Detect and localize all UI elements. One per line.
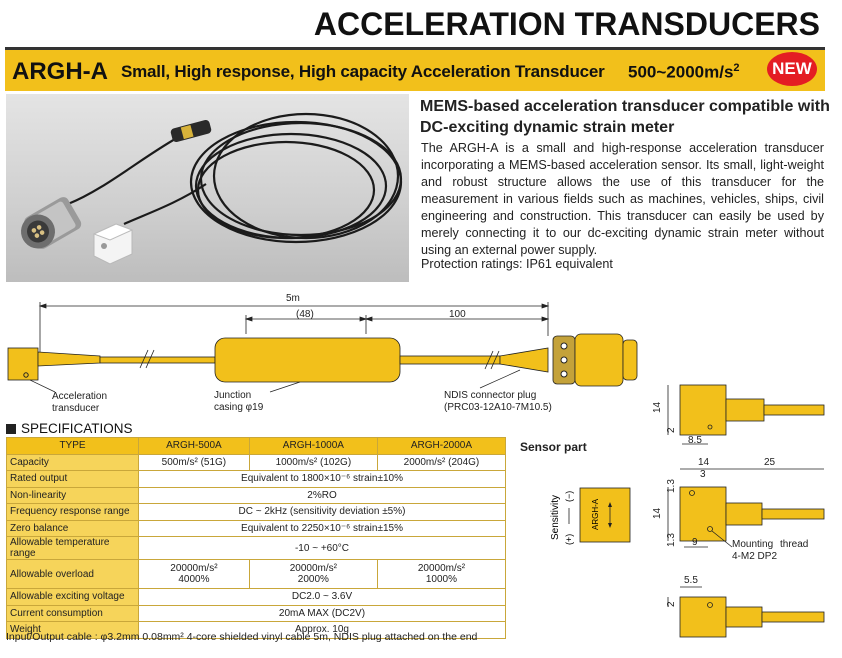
sensor-dimension-drawings: 14 2 8.5 14 3 25 1.3 14 1.3 9 Mounting t… bbox=[652, 384, 825, 638]
table-row: Allowable exciting voltage DC2.0 ~ 3.6V bbox=[6, 588, 506, 606]
protection-rating: Protection ratings: IP61 equivalent bbox=[421, 257, 613, 271]
label-mounting-2: thread bbox=[780, 539, 808, 550]
sensitivity-plus: (+) bbox=[564, 534, 574, 545]
dim-mid-bottom: 9 bbox=[692, 537, 698, 548]
table-row: Zero balance Equivalent to 2250×10⁻⁶ str… bbox=[6, 519, 506, 537]
dim-top-height: 14 bbox=[652, 401, 663, 413]
intro-heading: MEMS-based acceleration transducer compa… bbox=[420, 98, 830, 136]
table-row: Current consumption 20mA MAX (DC2V) bbox=[6, 604, 506, 622]
table-row: Capacity 500m/s² (51G) 1000m/s² (102G) 2… bbox=[6, 453, 507, 471]
table-row: Frequency response range DC ~ 2kHz (sens… bbox=[6, 503, 506, 521]
product-photo-drawing bbox=[21, 112, 403, 265]
header-2000a: ARGH-2000A bbox=[376, 437, 507, 455]
spec-table: TYPE ARGH-500A ARGH-1000A ARGH-2000A Cap… bbox=[6, 437, 507, 639]
page-title: ACCELERATION TRANSDUCERS bbox=[313, 6, 820, 42]
table-row: Non-linearity 2%RO bbox=[6, 486, 506, 504]
sensor-part-title: Sensor part bbox=[520, 440, 587, 454]
sensor-sensitivity-diagram: Sensitivity (+) (−) ARGH-A bbox=[550, 487, 631, 545]
dim-mid-h-small: 1.3 bbox=[666, 479, 677, 493]
label-acceleration-transducer-2: transducer bbox=[52, 403, 100, 414]
dim-total-length: 5m bbox=[286, 293, 300, 304]
product-photo bbox=[6, 94, 409, 282]
cable-outline-drawing: 5m (48) 100 Acceleration transducer Junc… bbox=[7, 293, 638, 414]
sensor-model-mark: ARGH-A bbox=[591, 498, 600, 530]
label-acceleration-transducer-1: Acceleration bbox=[52, 391, 107, 402]
intro-body: The ARGH-A is a small and high-response … bbox=[421, 141, 824, 257]
dim-bot-width: 5.5 bbox=[684, 575, 698, 586]
dim-junction-offset: (48) bbox=[296, 309, 314, 320]
sensor-block bbox=[7, 347, 39, 381]
capacity-range: 500~2000m/s2 bbox=[628, 62, 740, 82]
label-mounting-3: 4-M2 DP2 bbox=[732, 551, 777, 562]
table-row: Rated output Equivalent to 1800×10⁻⁶ str… bbox=[6, 470, 506, 488]
dim-top-width: 8.5 bbox=[688, 435, 702, 446]
dim-top-small: 2 bbox=[666, 427, 677, 433]
sensitivity-label: Sensitivity bbox=[550, 495, 561, 540]
dim-connector-offset: 100 bbox=[449, 309, 466, 320]
dim-mid-cable: 25 bbox=[764, 457, 776, 468]
label-connector-2: (PRC03-12A10-7M10.5) bbox=[444, 402, 552, 413]
cable-footnote: Input/Output cable : φ3.2mm 0.08mm² 4-co… bbox=[6, 631, 478, 643]
model-name: ARGH-A bbox=[12, 58, 108, 85]
product-description: Small, High response, High capacity Acce… bbox=[121, 62, 605, 81]
spec-title: SPECIFICATIONS bbox=[6, 421, 133, 436]
dim-mid-height: 14 bbox=[652, 507, 663, 519]
dim-mid-width-b: 3 bbox=[700, 469, 706, 480]
table-row: Allowable temperature range -10 ~ +60°C bbox=[6, 536, 506, 560]
label-connector-1: NDIS connector plug bbox=[444, 390, 536, 401]
header-1000a: ARGH-1000A bbox=[248, 437, 378, 455]
product-banner: ARGH-A Small, High response, High capaci… bbox=[5, 47, 825, 91]
new-badge: NEW bbox=[767, 52, 817, 86]
table-header-row: TYPE ARGH-500A ARGH-1000A ARGH-2000A bbox=[6, 437, 507, 455]
header-type: TYPE bbox=[6, 437, 139, 455]
label-junction-1: Junction bbox=[214, 390, 251, 401]
square-bullet-icon bbox=[6, 423, 16, 434]
sensitivity-minus: (−) bbox=[564, 491, 574, 502]
junction-casing bbox=[214, 337, 401, 383]
label-mounting-1: Mounting bbox=[732, 539, 773, 550]
label-junction-2: casing φ19 bbox=[214, 402, 264, 413]
dim-mid-width-a: 14 bbox=[698, 457, 710, 468]
table-row: Weight Approx. 10g bbox=[6, 621, 506, 639]
sensor-face bbox=[579, 487, 631, 543]
header-500a: ARGH-500A bbox=[138, 437, 250, 455]
dim-mid-h-small2: 1.3 bbox=[666, 533, 677, 547]
dim-bot-small: 2 bbox=[666, 601, 677, 607]
